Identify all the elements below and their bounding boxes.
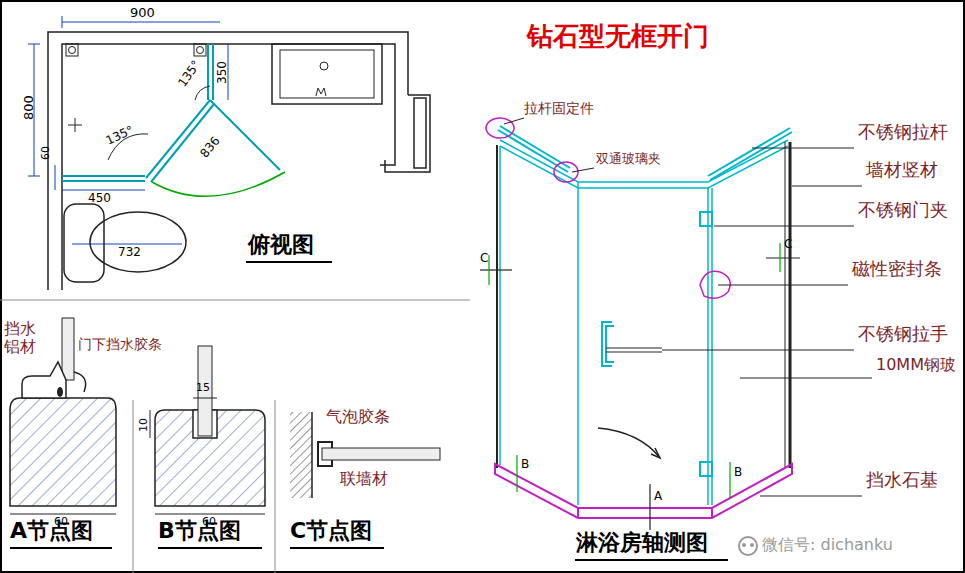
drawing-label: 836 [198, 134, 223, 160]
drawing-label: B [734, 466, 742, 480]
drawing-label: 气泡胶条 [326, 408, 390, 426]
drawing-label: C [480, 252, 488, 266]
drawing-label: 墙材竖材 [866, 160, 938, 181]
drawing-label: 门下挡水胶条 [78, 336, 162, 352]
drawing-label: A节点图 [10, 518, 93, 543]
drawing-label: 拉杆固定件 [524, 100, 594, 116]
drawing-label: 900 [130, 6, 155, 21]
drawing-label: 挡水 铝材 [4, 320, 40, 357]
drawing-label: 淋浴房轴测图 [576, 530, 708, 555]
drawing-label: 不锈钢拉杆 [858, 122, 948, 143]
drawing-label: A [654, 490, 662, 504]
drawing-label: 不锈钢门夹 [858, 200, 948, 221]
drawing-label: C节点图 [290, 518, 372, 543]
drawing-label: 135° [104, 124, 136, 149]
title: 钻石型无框开门 [527, 22, 709, 52]
drawing-label: 15 [196, 382, 210, 395]
drawing-label: 不锈钢拉手 [858, 324, 948, 345]
drawing-label: C [784, 238, 792, 252]
drawing-label: B [521, 458, 529, 472]
drawing-label: 10 [138, 418, 151, 432]
drawing-label: 350 [216, 61, 230, 84]
drawing-label: B节点图 [158, 518, 241, 543]
drawing-label: 俯视图 [248, 232, 314, 257]
drawing-label: 800 [22, 95, 37, 120]
drawing-label: 732 [118, 246, 141, 260]
drawing-label: 450 [88, 192, 111, 206]
drawing-label: 60 [40, 146, 53, 160]
drawing-label: 磁性密封条 [852, 259, 942, 280]
drawing-label: 微信号: dichanku [762, 536, 893, 554]
drawing-label: 10MM钢玻 [876, 356, 956, 374]
drawing-label: 135° [176, 58, 204, 90]
drawing-label: 联墙材 [340, 470, 388, 488]
drawing-label: 挡水石基 [866, 470, 938, 491]
drawing-label: 双通玻璃夹 [596, 152, 661, 167]
